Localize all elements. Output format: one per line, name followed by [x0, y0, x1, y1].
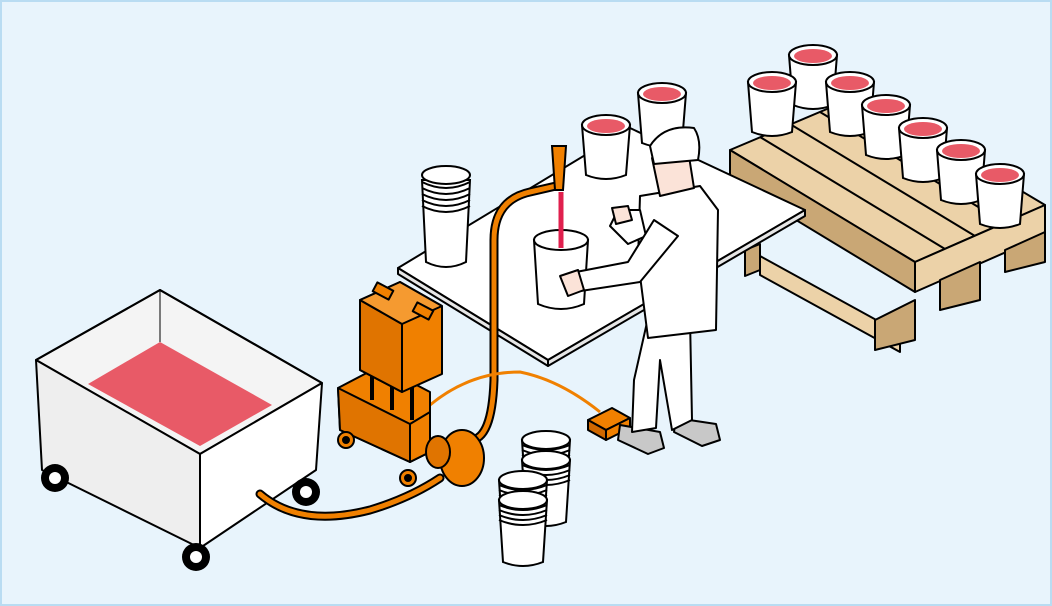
- empty-pail-stack-table: [422, 166, 470, 267]
- paint-pail: [582, 115, 630, 179]
- cart-wheel: [182, 543, 210, 571]
- paint-pail: [976, 164, 1024, 228]
- cart-wheel: [41, 464, 69, 492]
- empty-pail-stack-floor: [499, 471, 547, 566]
- cart-wheel: [292, 478, 320, 506]
- paint-pail: [748, 72, 796, 136]
